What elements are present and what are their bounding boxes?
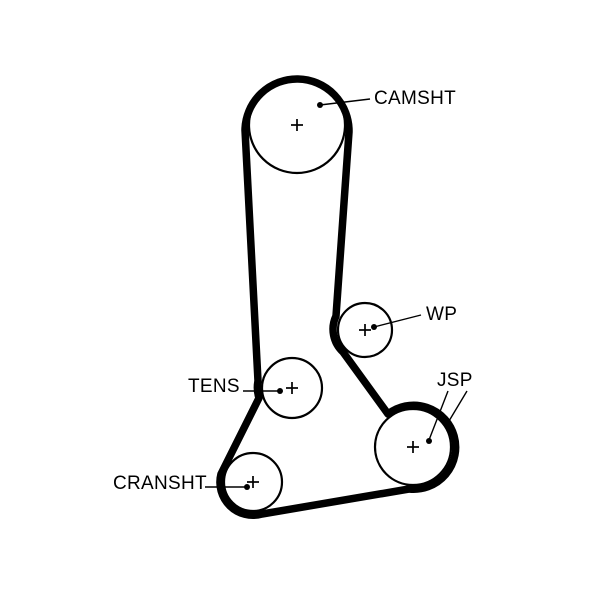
leader-lines <box>205 98 468 490</box>
camshaft-label: CAMSHT <box>374 88 456 109</box>
tensioner-label: TENS <box>188 376 240 397</box>
water-pump-center-mark <box>359 324 371 336</box>
jockey-leader-line-1 <box>428 390 449 441</box>
center-marks <box>247 119 419 488</box>
jockey-pointer-dot <box>426 438 432 444</box>
jockey-center-mark <box>407 441 419 453</box>
tensioner-center-mark <box>286 382 298 394</box>
crankshaft-pointer-dot <box>244 484 250 490</box>
water-pump-pointer-dot <box>371 324 377 330</box>
camshaft-pointer-dot <box>317 102 323 108</box>
jockey-leader-line-2 <box>445 390 468 427</box>
timing-belt <box>216 75 460 520</box>
labels: CAMSHT WP TENS JSP CRANSHT <box>113 88 473 494</box>
tensioner-pointer-dot <box>277 388 283 394</box>
camshaft-leader-line <box>319 98 371 106</box>
crankshaft-center-mark <box>247 476 259 488</box>
pulleys <box>222 75 453 513</box>
water-pump-label: WP <box>426 304 457 325</box>
water-pump-leader-line <box>373 314 422 328</box>
crankshaft-label: CRANSHT <box>113 473 207 494</box>
camshaft-center-mark <box>291 119 303 131</box>
jockey-label: JSP <box>437 370 473 391</box>
